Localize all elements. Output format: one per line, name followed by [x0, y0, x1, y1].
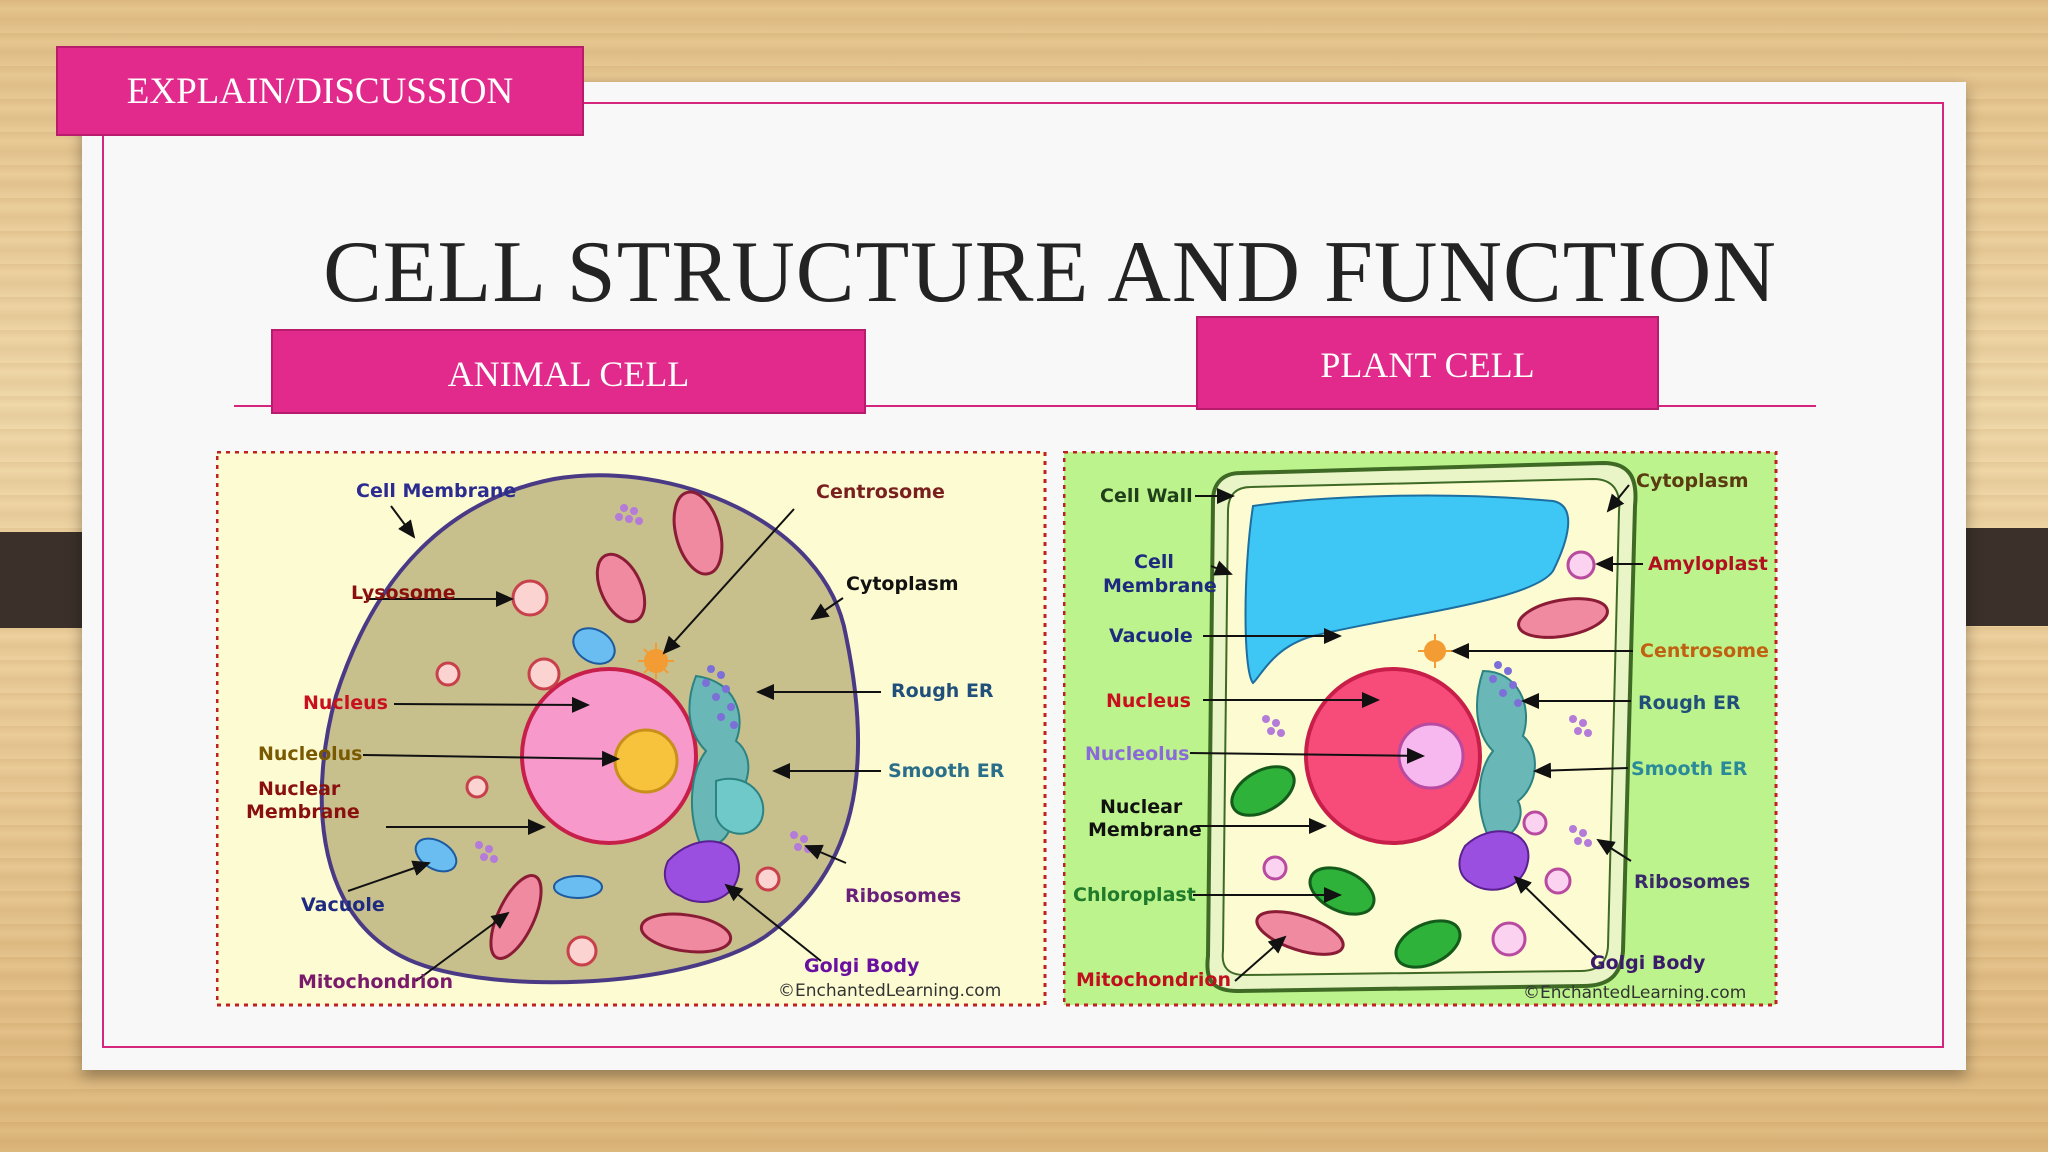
plant-label-mitochondrion: Mitochondrion	[1076, 969, 1231, 991]
plant-label-cell-wall: Cell Wall	[1100, 485, 1193, 507]
plant-label-amyloplast: Amyloplast	[1648, 553, 1768, 575]
animal-label-vacuole: Vacuole	[301, 894, 385, 916]
animal-er	[688, 665, 765, 848]
animal-nucleolus	[613, 728, 679, 794]
plant-credit: ©EnchantedLearning.com	[1523, 983, 1746, 1003]
animal-label-nucleus: Nucleus	[303, 692, 388, 714]
animal-label-cytoplasm: Cytoplasm	[846, 573, 959, 595]
animal-label-nuclear-membrane-line1: Nuclear	[258, 778, 341, 800]
animal-label-ribosomes: Ribosomes	[845, 885, 961, 907]
plant-label-centrosome: Centrosome	[1640, 640, 1769, 662]
page-title: CELL STRUCTURE AND FUNCTION	[323, 224, 1777, 321]
plant-er	[1476, 661, 1536, 840]
plant-label-nuclear-membrane-line1: Nuclear	[1100, 796, 1183, 818]
plant-vacuole	[1244, 494, 1570, 685]
slide-frame	[102, 102, 1944, 1048]
plant-label-golgi-body: Golgi Body	[1590, 952, 1706, 974]
plant-label-cytoplasm: Cytoplasm	[1636, 470, 1749, 492]
animal-label-mitochondrion: Mitochondrion	[298, 971, 453, 993]
plant-label-nuclear-membrane-line2: Membrane	[1088, 819, 1202, 841]
plant-label-rough-er: Rough ER	[1638, 692, 1741, 714]
animal-cell-heading: ANIMAL CELL	[271, 329, 866, 414]
heading-divider	[234, 405, 1816, 407]
plant-label-chloroplast: Chloroplast	[1073, 884, 1196, 906]
plant-label-nucleus: Nucleus	[1106, 690, 1191, 712]
animal-label-rough-er: Rough ER	[891, 680, 994, 702]
animal-label-centrosome: Centrosome	[816, 481, 945, 503]
plant-label-ribosomes: Ribosomes	[1634, 871, 1750, 893]
animal-cell-diagram: Cell Membrane Centrosome Lysosome Cytopl…	[216, 451, 1047, 1007]
animal-label-nucleolus: Nucleolus	[258, 743, 363, 765]
plant-label-smooth-er: Smooth ER	[1631, 758, 1748, 780]
animal-credit: ©EnchantedLearning.com	[778, 981, 1001, 1001]
animal-label-smooth-er: Smooth ER	[888, 760, 1005, 782]
plant-label-cell-membrane-line1: Cell	[1134, 551, 1174, 573]
animal-label-nuclear-membrane-line2: Membrane	[246, 801, 360, 823]
plant-label-nucleolus: Nucleolus	[1085, 743, 1190, 765]
animal-label-lysosome: Lysosome	[351, 582, 456, 604]
plant-cell-diagram: Cell Wall Cytoplasm Cell Membrane Amylop…	[1063, 451, 1778, 1007]
animal-label-golgi-body: Golgi Body	[804, 955, 920, 977]
plant-label-vacuole: Vacuole	[1109, 625, 1193, 647]
plant-cell-heading: PLANT CELL	[1196, 316, 1659, 410]
animal-label-cell-membrane: Cell Membrane	[356, 480, 516, 502]
plant-label-cell-membrane-line2: Membrane	[1103, 575, 1217, 597]
section-tag: EXPLAIN/DISCUSSION	[56, 46, 584, 136]
